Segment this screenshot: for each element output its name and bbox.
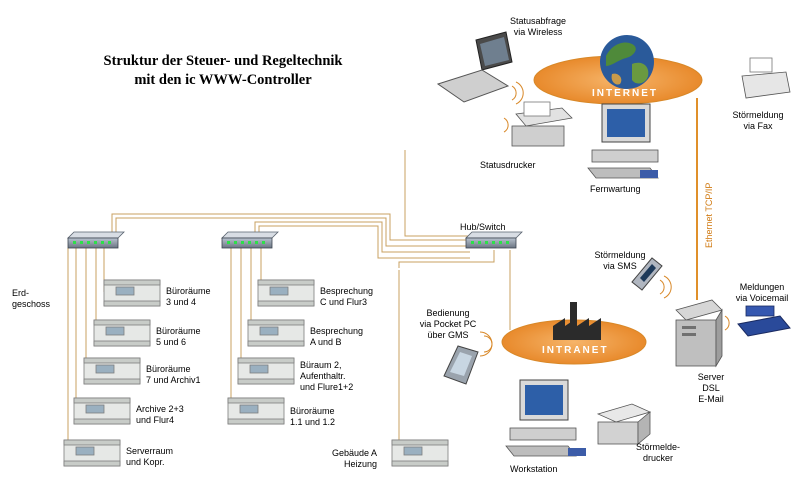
controller-label-right-3: Büraum 2, Aufenthaltr. und Flure1+2 <box>300 360 354 392</box>
pocket-pc-label: Bedienung via Pocket PC über GMS <box>419 308 477 340</box>
server-tower-icon <box>675 299 723 368</box>
controller-label-left-2: Büroräume 5 und 6 <box>156 326 201 347</box>
controller-label-right-2: Besprechung A und B <box>310 326 364 347</box>
right-drops <box>230 248 262 405</box>
factory-icon <box>553 302 601 340</box>
voicemail-label: Meldungen via Voicemail <box>735 282 789 303</box>
controller-label-left-1: Büroräume 3 und 4 <box>166 286 211 307</box>
wireless-arcs <box>479 81 730 357</box>
status-printer-label: Statusdrucker <box>480 160 536 170</box>
controller-label-left-3: Büroräume 7 und Archiv1 <box>146 364 201 385</box>
controller-unit <box>237 357 295 385</box>
controller-label-left-4: Archive 2+3 und Flur4 <box>136 404 184 425</box>
controller-modules <box>63 279 449 467</box>
ethernet-label: Ethernet TCP/IP <box>704 182 714 248</box>
controller-unit <box>93 319 151 347</box>
hub-left <box>67 231 125 249</box>
controller-unit <box>257 279 315 307</box>
controller-unit-heizung <box>391 439 449 467</box>
remote-maintenance-label: Fernwartung <box>590 184 641 194</box>
controller-unit <box>227 397 285 425</box>
desktop-pc-icon <box>587 103 659 179</box>
sms-alert-label: Störmeldung via SMS <box>594 250 646 271</box>
title-line-2: mit den ic WWW-Controller <box>134 72 312 88</box>
hub-middle <box>221 231 279 249</box>
server-label: Server DSL E-Mail <box>697 372 725 404</box>
laptop-icon <box>436 31 513 103</box>
controller-label-right-4: Büroräume 1.1 und 1.2 <box>290 406 336 427</box>
controller-unit <box>103 279 161 307</box>
controller-label-right-1: Besprechung C und Flur3 <box>320 286 374 307</box>
printer-icon <box>511 101 573 147</box>
phone-icon <box>737 305 791 337</box>
status-query-label: Statusabfrage via Wireless <box>509 16 567 37</box>
diagram-title: Struktur der Steuer- und Regeltechnik mi… <box>58 52 388 90</box>
fax-alert-label: Störmeldung via Fax <box>732 110 784 131</box>
controller-unit <box>63 439 121 467</box>
controller-unit <box>73 397 131 425</box>
mobile-phone-icon <box>631 257 663 291</box>
controller-label-left-5: Serverraum und Kopr. <box>126 446 174 467</box>
cable-bundle <box>111 150 470 440</box>
controller-unit <box>83 357 141 385</box>
ground-floor-label: Erd- geschoss <box>12 288 51 309</box>
controller-unit <box>247 319 305 347</box>
workstation-icon <box>505 379 586 457</box>
hub-switch-central <box>465 231 523 249</box>
pocket-pc-icon <box>443 345 479 385</box>
internet-label: INTERNET <box>592 88 658 99</box>
alert-printer-label: Störmelde- drucker <box>635 442 680 463</box>
alert-printer-icon <box>596 403 652 445</box>
fax-icon <box>741 57 791 99</box>
building-heating-label: Gebäude A Heizung <box>332 448 378 469</box>
workstation-label: Workstation <box>510 464 558 474</box>
intranet-label: INTRANET <box>542 345 609 356</box>
title-line-1: Struktur der Steuer- und Regeltechnik <box>103 53 343 69</box>
left-drops <box>67 248 105 440</box>
hub-switch-label: Hub/Switch <box>460 222 506 232</box>
globe-icon <box>600 35 654 89</box>
